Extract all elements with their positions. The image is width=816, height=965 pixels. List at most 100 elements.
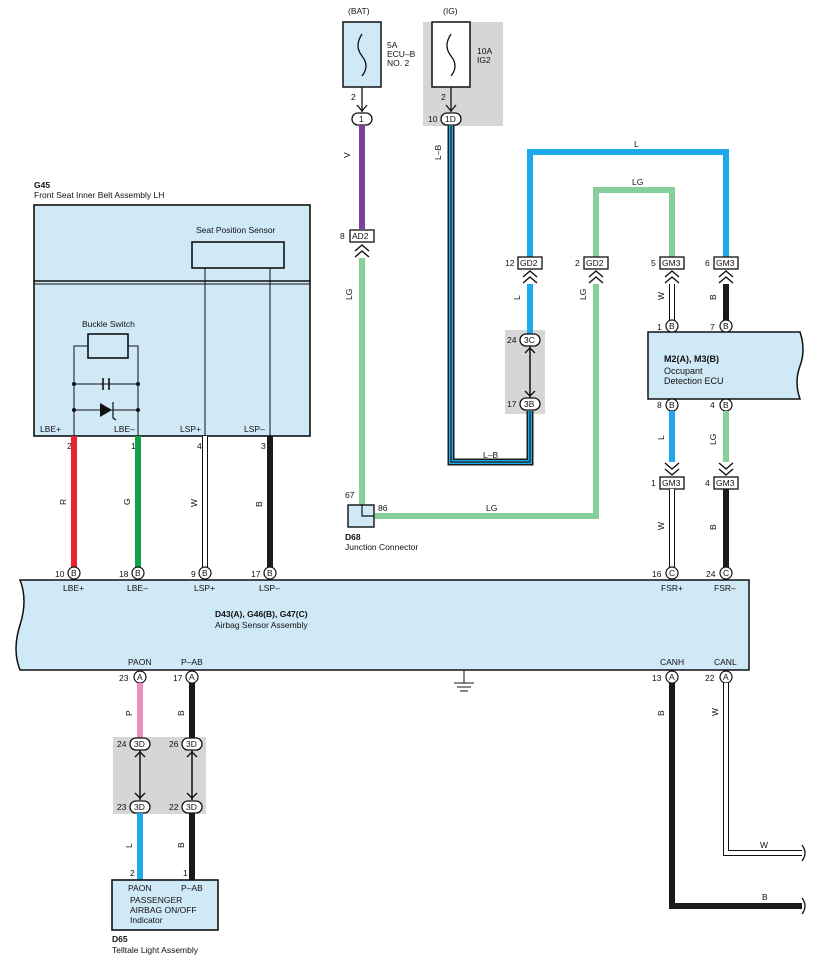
airbag-bottom-pin-17-conn: A [189, 672, 195, 682]
wire-w-canl-label: W [710, 708, 720, 716]
airbag-top-pin-9: 9 [191, 569, 196, 579]
connector-gd2-2-pin: 2 [575, 258, 580, 268]
connector-gd2-2-label: GD2 [586, 258, 604, 268]
airbag-bottom-pin-22: 22 [705, 673, 715, 683]
connector-3d-24-label: 3D [134, 739, 145, 749]
wire-g-label: G [122, 498, 132, 505]
ecu-pin-1-conn: B [669, 321, 675, 331]
d65-line1: PASSENGER [130, 895, 182, 905]
wire-l-top-label: L [634, 139, 639, 149]
fuse-ig2-icon [446, 33, 456, 77]
bat-label: (BAT) [348, 6, 370, 16]
airbag-top-label-fsr-minus: FSR– [714, 583, 736, 593]
zener-diode-icon [100, 403, 112, 417]
wire-w-lsp-label: W [189, 499, 199, 507]
wire-lb-label-top: L–B [433, 145, 443, 160]
g45-id: G45 [34, 180, 50, 190]
wire-v-label: V [342, 152, 352, 158]
ecu-name1: Occupant [664, 366, 703, 376]
airbag-top-pin-24: 24 [706, 569, 716, 579]
connector-ad2-pin: 8 [340, 231, 345, 241]
connector-3c-pin: 24 [507, 335, 517, 345]
connector-ad2-label: AD2 [352, 231, 369, 241]
seat-position-sensor [191, 241, 285, 269]
wire-r-label: R [58, 499, 68, 505]
airbag-name: Airbag Sensor Assembly [215, 620, 308, 630]
ecu-id: M2(A), M3(B) [664, 354, 719, 364]
buckle-switch [87, 333, 129, 359]
wire-b-gm3-6-label: B [708, 294, 718, 300]
ecu-pin-1: 1 [657, 322, 662, 332]
wire-lg-left-label: LG [344, 289, 354, 300]
buckle-switch-label: Buckle Switch [82, 319, 135, 329]
wire-w-fsr-label: W [656, 522, 666, 530]
airbag-top-label-fsr-plus: FSR+ [661, 583, 683, 593]
airbag-bottom-label-canh: CANH [660, 657, 684, 667]
connector-3b [519, 397, 541, 411]
wire-lg-top-loop [593, 187, 675, 257]
g45-pin-num-3: 3 [261, 441, 266, 451]
wire-b-canh-right-label: B [762, 892, 768, 902]
connector-1d-label: 1D [445, 114, 456, 124]
g45-assembly [33, 204, 311, 437]
g45-pin-num-4: 4 [197, 441, 202, 451]
airbag-top-label-lsp-minus: LSP– [259, 583, 280, 593]
wire-b-d65-label: B [176, 842, 186, 848]
connector-3c-label: 3C [524, 335, 535, 345]
telltale-light-assembly [111, 879, 219, 931]
connector-gd2-12-label: GD2 [520, 258, 538, 268]
ecu-pin-8: 8 [657, 400, 662, 410]
connector-3b-label: 3B [524, 399, 535, 409]
airbag-sensor-assembly [15, 579, 750, 671]
d65-line3: Indicator [130, 915, 163, 925]
wire-w-canl [724, 683, 802, 855]
ecu-pin-7: 7 [710, 322, 715, 332]
connector-3d-24-pin: 24 [117, 739, 127, 749]
connector-gm3-5-pin: 5 [651, 258, 656, 268]
wire-lg-ecu-label: LG [708, 434, 718, 445]
connector-3d-23-label: 3D [134, 802, 145, 812]
wire-w-canl-right-label: W [760, 840, 768, 850]
wire-b-pab-label: B [176, 710, 186, 716]
connector-3d-26-pin: 26 [169, 739, 179, 749]
ecu-pin-4-conn: B [723, 400, 729, 410]
airbag-bottom-label-pab: P–AB [181, 657, 203, 667]
fuse1-name: ECU–B [387, 49, 416, 59]
d65-line2: AIRBAG ON/OFF [130, 905, 197, 915]
wire-l-gd2-label: L [512, 295, 522, 300]
g45-pin-lsp-plus: LSP+ [180, 424, 201, 434]
airbag-top-pin-16: 16 [652, 569, 662, 579]
g45-pin-num-2: 2 [67, 441, 72, 451]
airbag-top-pin-17-conn: B [267, 568, 273, 578]
seat-position-sensor-label: Seat Position Sensor [196, 225, 276, 235]
wire-lb-label-bottom: L–B [483, 450, 498, 460]
airbag-bottom-pin-17: 17 [173, 673, 183, 683]
wire-lg-top-label: LG [632, 177, 643, 187]
fuse2-name: IG2 [477, 55, 491, 65]
wire-p-label: P [124, 710, 134, 716]
fuse1-rating: 5A [387, 40, 398, 50]
ecu-pin-7-conn: B [723, 321, 729, 331]
airbag-bottom-label-paon: PAON [128, 657, 151, 667]
fuse-ecu-b-icon [357, 33, 367, 77]
occupant-detection-ecu [647, 331, 804, 400]
fuse-ecu-b-box [342, 21, 382, 88]
airbag-top-pin-16-conn: C [669, 568, 675, 578]
wire-b-fsr-label: B [708, 524, 718, 530]
connector-gm3-4-pin: 4 [705, 478, 710, 488]
airbag-top-pin-18-conn: B [135, 568, 141, 578]
airbag-bottom-pin-13-conn: A [669, 672, 675, 682]
wire-b-lsp-label: B [254, 501, 264, 507]
fuse2-pin: 2 [441, 92, 446, 102]
fuse1-pin: 2 [351, 92, 356, 102]
d65-pin-1: 1 [183, 868, 188, 878]
airbag-top-pin-10: 10 [55, 569, 65, 579]
wire-b-canh-label: B [656, 710, 666, 716]
connector-gd2-12 [517, 256, 543, 270]
connector-3d-23-pin: 23 [117, 802, 127, 812]
airbag-bottom-pin-13: 13 [652, 673, 662, 683]
wire-l-paon-label: L [124, 843, 134, 848]
connector-bat-label: 1 [359, 114, 364, 124]
ecu-pin-8-conn: B [669, 400, 675, 410]
